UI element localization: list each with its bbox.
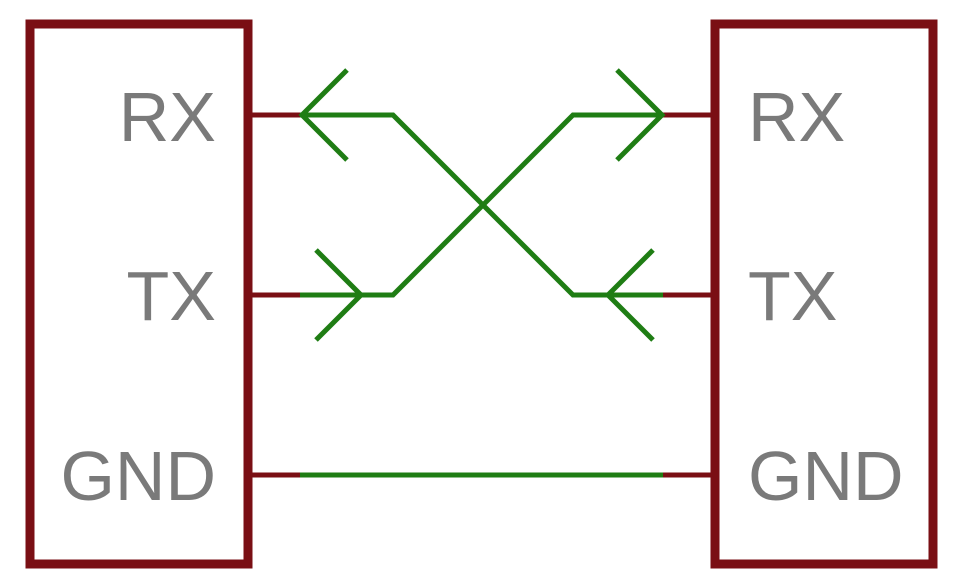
right-tx-label: TX [748, 257, 837, 335]
right-gnd-label: GND [748, 437, 904, 515]
wire-right-tx-to-left-rx [300, 112, 663, 298]
right-device: RX TX GND [663, 19, 938, 569]
left-device: RX TX GND [25, 19, 300, 569]
arrowhead-left-rx-icon [298, 68, 349, 162]
left-gnd-label: GND [60, 437, 216, 515]
left-tx-label: TX [127, 257, 216, 335]
wiring [298, 68, 666, 478]
arrowhead-right-tx-icon [604, 248, 655, 342]
right-rx-label: RX [748, 78, 845, 156]
left-device-box [25, 19, 253, 569]
arrowhead-left-tx-icon [314, 248, 365, 342]
left-rx-label: RX [119, 78, 216, 156]
arrowhead-right-rx-icon [615, 68, 666, 162]
right-device-box [710, 19, 938, 569]
